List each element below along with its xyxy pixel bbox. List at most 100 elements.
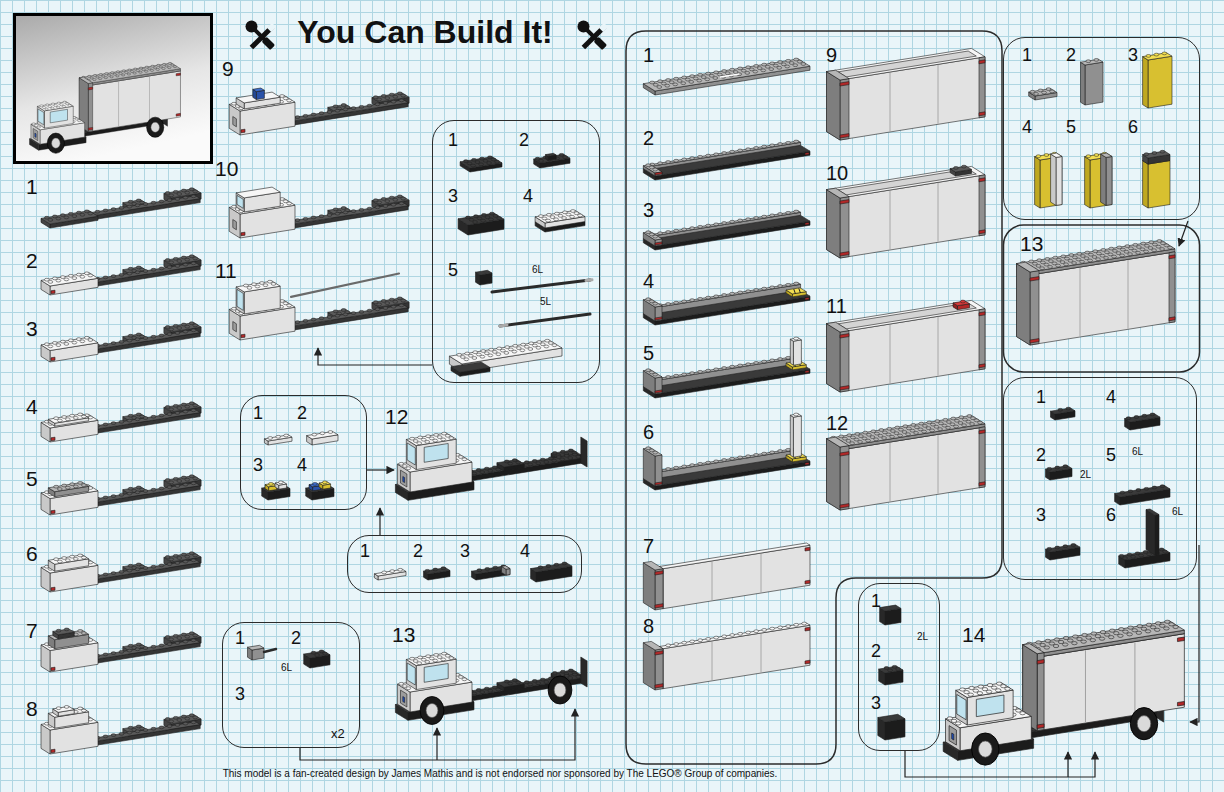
stud — [464, 160, 469, 163]
brick-face — [1143, 57, 1148, 108]
brick-model — [535, 210, 585, 232]
stud — [377, 201, 382, 204]
stud — [491, 158, 496, 161]
stud — [393, 300, 398, 303]
stud — [56, 217, 61, 220]
stud — [54, 558, 59, 561]
stud — [60, 276, 65, 279]
stud — [1057, 258, 1062, 261]
stud — [193, 716, 198, 719]
stud — [762, 452, 767, 455]
stud — [295, 116, 300, 119]
stud — [169, 720, 174, 723]
stud — [57, 560, 62, 563]
stud — [399, 99, 404, 102]
stud — [1034, 93, 1039, 96]
stud — [539, 160, 544, 163]
stud — [391, 203, 396, 206]
brick-line — [1080, 268, 1081, 336]
grille — [233, 117, 237, 127]
stud — [68, 339, 73, 342]
stud — [127, 569, 132, 572]
stud — [1120, 491, 1125, 494]
brick-face — [88, 725, 200, 747]
stud — [167, 266, 172, 269]
stud — [746, 455, 751, 458]
stud — [962, 424, 967, 427]
brick-face — [643, 454, 810, 486]
stud — [193, 404, 198, 407]
stud — [488, 469, 493, 472]
stud — [753, 70, 758, 73]
stud — [1136, 251, 1141, 254]
stud — [884, 667, 889, 670]
stud — [81, 709, 86, 712]
stud — [746, 218, 751, 221]
stud — [64, 706, 69, 709]
stud — [746, 363, 751, 366]
stud — [458, 456, 463, 459]
stud — [445, 654, 450, 657]
stud — [690, 372, 695, 375]
stud — [312, 433, 317, 436]
stud — [78, 707, 83, 710]
stud — [183, 263, 188, 266]
red-mark — [805, 297, 809, 300]
stud — [1162, 52, 1167, 55]
stud — [746, 148, 751, 151]
stud — [70, 414, 75, 417]
stud — [487, 162, 492, 165]
stud — [383, 102, 388, 105]
stud — [465, 352, 470, 355]
stud — [169, 408, 174, 411]
brick-model — [943, 620, 1184, 765]
stud — [72, 215, 77, 218]
brick-line — [761, 634, 762, 672]
stud — [528, 348, 533, 351]
brick-model — [262, 481, 290, 500]
brick-face — [827, 439, 841, 510]
stud — [81, 556, 86, 559]
brick-face — [264, 435, 292, 441]
stud — [383, 205, 388, 208]
stud — [177, 719, 182, 722]
stud — [554, 563, 559, 566]
stud — [1160, 150, 1165, 153]
stud — [185, 405, 190, 408]
stud — [143, 567, 148, 570]
stud — [469, 218, 474, 221]
stud — [383, 307, 388, 310]
stud — [914, 432, 919, 435]
brick-face — [950, 166, 971, 172]
brick-face — [288, 206, 408, 229]
stud — [538, 566, 543, 569]
brick-model — [307, 431, 338, 445]
stud — [794, 210, 799, 213]
stud — [191, 482, 196, 485]
brick-face — [643, 214, 810, 246]
brick-face — [48, 555, 88, 564]
stud — [706, 154, 711, 157]
stud — [966, 420, 971, 423]
stud — [906, 433, 911, 436]
red-mark — [655, 390, 662, 393]
stud — [263, 284, 268, 287]
stud — [754, 217, 759, 220]
brick-face — [1056, 157, 1062, 206]
brick-face — [649, 141, 800, 166]
stud — [907, 427, 912, 430]
stud — [714, 295, 719, 298]
stud — [319, 317, 324, 320]
brick-face — [652, 142, 801, 169]
stud — [193, 190, 198, 193]
red-mark — [979, 430, 985, 434]
stud — [540, 678, 545, 681]
stud — [552, 459, 557, 462]
stud — [1144, 250, 1149, 253]
brick-face — [164, 256, 201, 265]
stud — [777, 66, 782, 69]
brick-face — [534, 154, 570, 163]
stud — [287, 202, 292, 205]
brick-face — [652, 357, 801, 387]
brick-model — [41, 322, 201, 362]
